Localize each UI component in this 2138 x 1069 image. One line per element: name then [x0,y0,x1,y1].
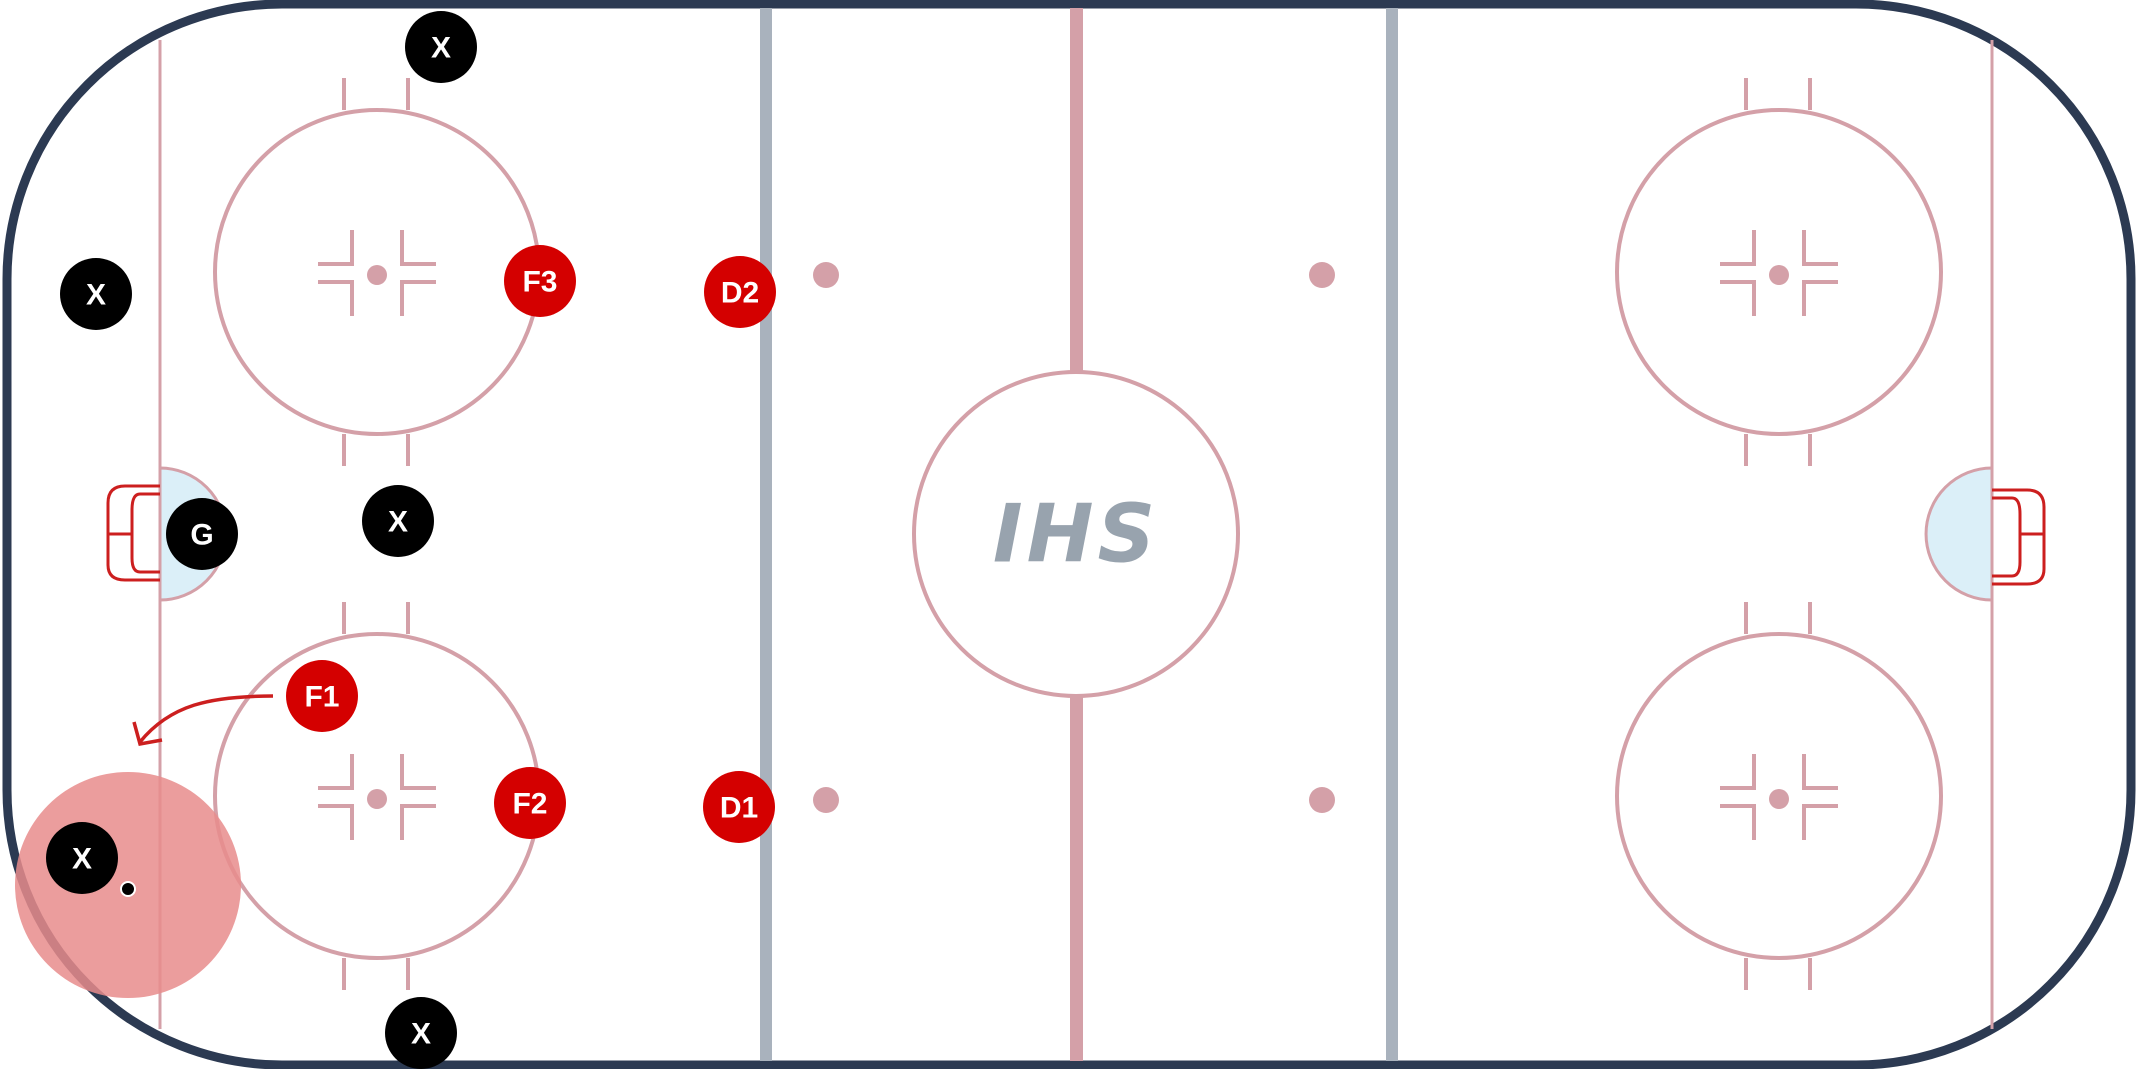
player-x[interactable]: X [362,485,434,557]
player-d2[interactable]: D2 [704,256,776,328]
blue-line-right [1386,8,1398,1061]
player-d1[interactable]: D1 [703,771,775,843]
player-label: F1 [304,681,339,714]
player-x[interactable]: X [405,11,477,83]
player-label: X [431,32,451,65]
player-label: X [86,279,106,312]
blue-line-left [760,8,772,1061]
player-f2[interactable]: F2 [494,767,566,839]
faceoff-circle-right-top [1615,78,1943,466]
faceoff-dot [813,262,839,288]
logo: IHS [993,488,1159,581]
center-circle [912,370,1240,698]
faceoff-dot [1309,262,1335,288]
player-label: X [72,843,92,876]
player-label: X [411,1018,431,1051]
goal-net-right [1992,488,2046,586]
player-label: D1 [720,792,758,825]
goal-crease-right [1924,466,1994,602]
faceoff-dot [1309,787,1335,813]
logo-text: IHS [993,488,1159,581]
player-label: D2 [721,277,759,310]
player-x[interactable]: X [60,258,132,330]
faceoff-dot [813,787,839,813]
faceoff-circle-right-bottom [1615,602,1943,990]
player-f1[interactable]: F1 [286,660,358,732]
player-f3[interactable]: F3 [504,245,576,317]
goal-net-left [106,484,160,582]
player-label: X [388,506,408,539]
player-label: G [190,519,213,552]
player-x[interactable]: X [46,822,118,894]
player-label: F2 [512,788,547,821]
puck-icon[interactable] [120,881,136,897]
player-goalie[interactable]: G [166,498,238,570]
player-label: F3 [522,266,557,299]
curved-arrow-icon [132,694,274,747]
player-x[interactable]: X [385,997,457,1069]
